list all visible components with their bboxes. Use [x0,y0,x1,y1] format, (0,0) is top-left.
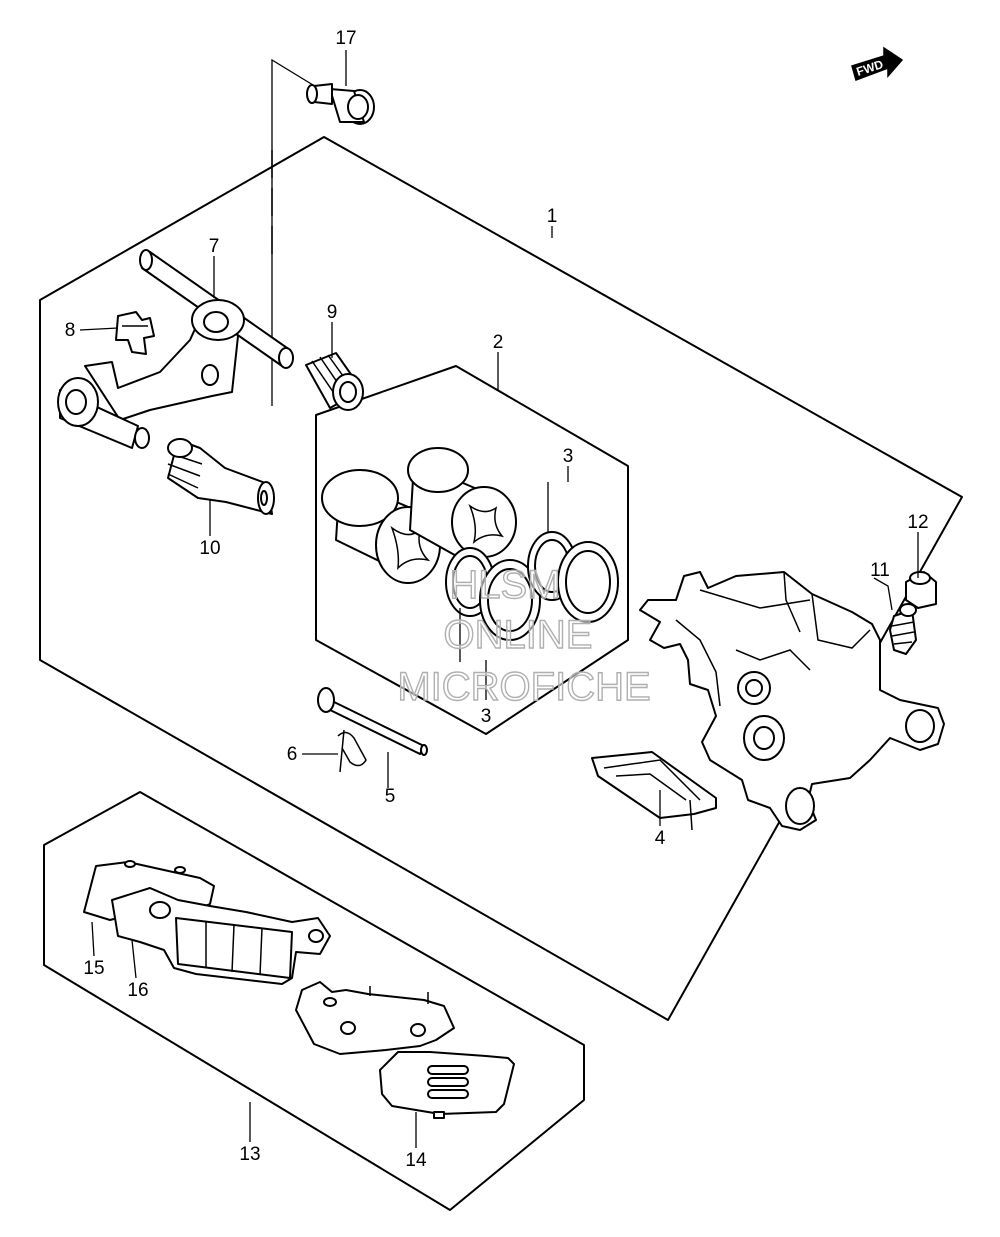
boot-9[interactable] [305,352,364,411]
callout-6: 6 [287,744,298,765]
pad-set-group-outline [43,791,585,1211]
callout-2: 2 [493,332,504,353]
piston-kit-group-outline [315,365,629,735]
callout-8: 8 [65,320,76,341]
callout-11: 11 [870,560,890,581]
bracket-7[interactable] [57,249,294,449]
watermark-line-2: ONLINE [444,613,593,657]
callout-3-bottom: 3 [481,706,492,727]
callout-7: 7 [209,236,220,257]
callout-1: 1 [547,206,558,227]
bleeder-cap-12[interactable] [905,571,937,609]
caliper-body[interactable] [639,571,945,831]
pistons-2[interactable] [321,447,517,584]
callout-5: 5 [385,786,396,807]
r-clip-6[interactable] [337,729,367,773]
callout-10: 10 [199,538,220,559]
callout-4: 4 [655,828,666,849]
seals-3[interactable] [445,531,619,641]
pad-spring-4[interactable] [591,751,717,831]
watermark-line-1: HLSM [449,563,560,607]
watermark: HLSM ONLINE MICROFICHE [397,562,652,709]
bolt-17[interactable] [306,83,375,125]
watermark-line-3: MICROFICHE [397,665,650,709]
callout-14: 14 [405,1150,427,1171]
clip-8[interactable] [115,311,155,355]
callout-3-top: 3 [563,446,574,467]
pad-shim-14[interactable] [379,1051,515,1119]
callout-16: 16 [127,980,148,1001]
forward-direction-arrow: FWD [851,46,904,81]
caliper-assembly-group-outline [39,136,963,1021]
slide-pin-10[interactable] [167,438,275,515]
callout-17: 17 [335,28,356,49]
callout-12: 12 [907,512,928,533]
bolt-17-alignment-bracket [271,58,314,406]
callout-9: 9 [327,302,338,323]
leader-lines [79,50,919,1148]
brake-pad-lower[interactable] [295,981,455,1055]
callout-13: 13 [239,1144,260,1165]
pin-5[interactable] [317,687,428,756]
callout-15: 15 [83,958,104,979]
bleeder-valve-11[interactable] [889,603,917,655]
brake-pad-16[interactable] [111,887,331,985]
